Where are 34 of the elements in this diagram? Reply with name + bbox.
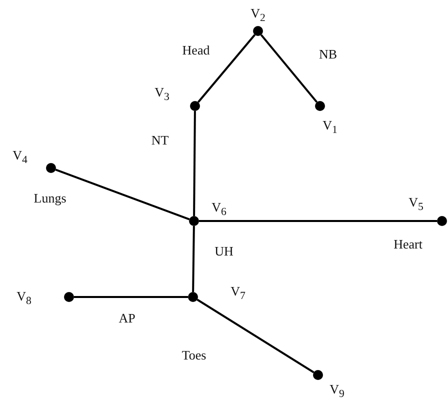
vertex-label: V$_{6}$ — [212, 200, 226, 218]
graph-edge — [260, 34, 318, 103]
edge-label: Toes — [182, 348, 206, 362]
edge-label: Head — [182, 44, 210, 56]
vertex-label: V$_{3}$ — [154, 85, 170, 103]
vertex-dot — [315, 101, 325, 111]
graph-edge — [199, 220, 437, 222]
graph-edge — [196, 298, 314, 374]
graph-edge — [55, 168, 190, 220]
edge-label: NT — [151, 134, 169, 146]
vertex-label: V$_{9}$ — [330, 382, 344, 400]
vertex-dot — [253, 26, 263, 36]
vertex-label: V$_{7}$ — [230, 284, 246, 302]
vertex-label: V$_{2}$ — [250, 6, 266, 24]
vertex-dot — [46, 163, 56, 173]
vertex-label: V$_{5}$ — [408, 195, 424, 213]
vertex-dot — [190, 101, 200, 111]
vertex-label: V$_{4}$ — [12, 148, 28, 166]
edge-label: UH — [214, 244, 234, 258]
vertex-dot — [437, 216, 447, 226]
edge-label: AP — [118, 312, 136, 324]
vertex-dot — [64, 292, 74, 302]
vertex-label: V$_{8}$ — [16, 289, 32, 307]
vertex-label: V$_{1}$ — [322, 118, 338, 136]
edge-label: NB — [318, 48, 338, 60]
edge-label: Heart — [394, 238, 422, 250]
graph-edge — [197, 34, 256, 103]
edge-label: Lungs — [34, 192, 66, 204]
graph-edge — [74, 296, 188, 298]
graph-edge — [192, 226, 195, 292]
vertex-dot — [189, 216, 199, 226]
vertex-dot — [313, 370, 323, 380]
vertex-dot — [188, 292, 198, 302]
graph-edge — [193, 111, 196, 216]
